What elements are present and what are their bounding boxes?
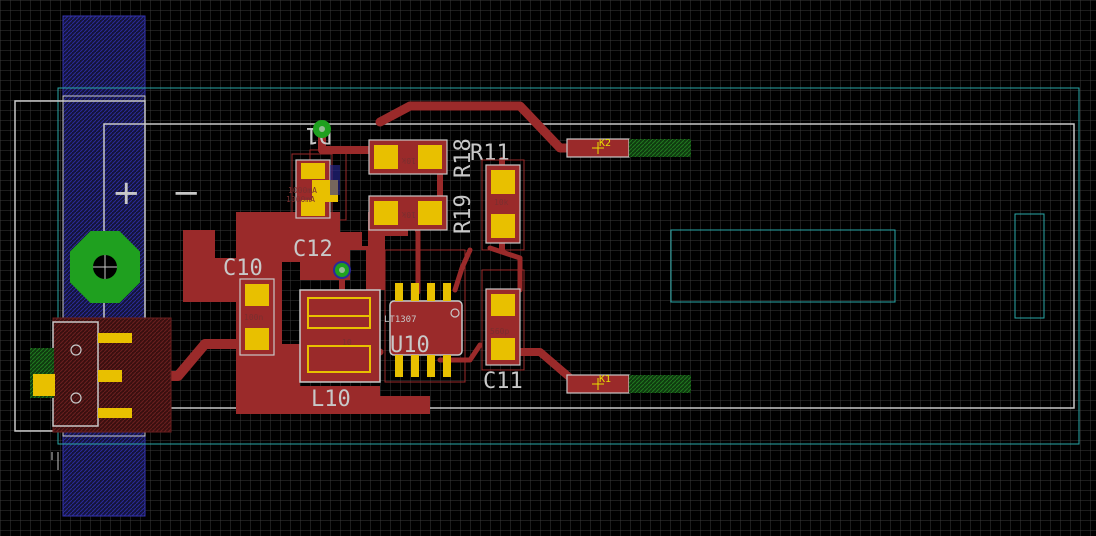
connector-outline-inner xyxy=(62,95,146,437)
l10-pad-bottom xyxy=(307,345,371,373)
k2-label: K2 xyxy=(599,138,611,149)
r19-pad-left xyxy=(374,201,398,225)
u10-pins-bottom xyxy=(395,355,451,377)
trace-r11-c11 xyxy=(487,245,523,293)
l10-pad-top xyxy=(307,297,371,329)
button-outline xyxy=(1014,213,1045,319)
c12-pad-top xyxy=(301,163,325,179)
battery-contact-icon[interactable] xyxy=(566,138,691,158)
c10-pad-bottom xyxy=(245,328,269,350)
r11-label: R11 xyxy=(470,141,510,166)
origin-marker xyxy=(51,452,59,470)
via-icon[interactable] xyxy=(313,120,331,138)
c10-label: C10 xyxy=(223,256,263,281)
r18-label: R18 xyxy=(451,138,476,178)
connector-lead-3 xyxy=(98,408,132,418)
minus-marking: − xyxy=(172,173,201,213)
r11-pad-top xyxy=(491,170,515,194)
r11-value: 10k xyxy=(494,198,509,207)
plus-marking: + xyxy=(112,173,141,213)
d1-pad-left xyxy=(312,180,330,202)
mounting-hole-icon[interactable] xyxy=(70,231,140,303)
r11-pad-bottom xyxy=(491,214,515,238)
l10-label: L10 xyxy=(311,387,351,412)
battery-contact-icon-2[interactable] xyxy=(566,374,691,394)
connector-lead-1 xyxy=(98,333,132,343)
c10-value: 100n xyxy=(244,313,263,322)
r18-pad-right xyxy=(418,145,442,169)
c11-pad-bottom xyxy=(491,338,515,360)
connector-lead-2 xyxy=(98,370,122,382)
c11-value: 560p xyxy=(490,327,509,336)
c11-pad-top xyxy=(491,294,515,316)
connector-pad-yellow xyxy=(33,374,55,396)
u10-part-body[interactable] xyxy=(389,300,463,356)
copper-pour xyxy=(236,212,430,414)
r11-courtyard xyxy=(481,159,525,251)
trace-u10-right xyxy=(452,247,473,293)
u10-courtyard xyxy=(384,249,466,383)
r18-value: 10k xyxy=(401,156,416,165)
board-outline-outer xyxy=(57,87,1080,445)
r18-pad-left xyxy=(374,145,398,169)
u10-label: U10 xyxy=(390,333,430,358)
u10-value: LT1307 xyxy=(384,315,417,325)
d1-value: 1000mA xyxy=(288,186,317,195)
r19-value: 10k xyxy=(401,210,416,219)
c11-courtyard xyxy=(481,269,525,371)
c12-label: C12 xyxy=(293,237,333,262)
c10-pad-top xyxy=(245,284,269,306)
l10-value: 10 xyxy=(342,338,352,347)
u10-pin1-marker xyxy=(450,308,460,318)
d1-value-2: 1000mA xyxy=(286,195,315,204)
r19-label: R19 xyxy=(451,194,476,234)
copper-pad-left xyxy=(183,230,236,302)
d1-cathode-blue xyxy=(330,165,340,195)
k1-label: K1 xyxy=(599,374,611,385)
connector-pin-1 xyxy=(70,344,82,356)
r19-pad-right xyxy=(418,201,442,225)
display-outline xyxy=(670,229,896,303)
connector-pin-2 xyxy=(70,392,82,404)
l10-part-body[interactable] xyxy=(299,289,381,383)
via-icon-2[interactable] xyxy=(333,261,351,279)
c11-label: C11 xyxy=(483,369,523,394)
u10-pins-top xyxy=(395,283,451,301)
c12-pad-bottom xyxy=(301,200,325,216)
